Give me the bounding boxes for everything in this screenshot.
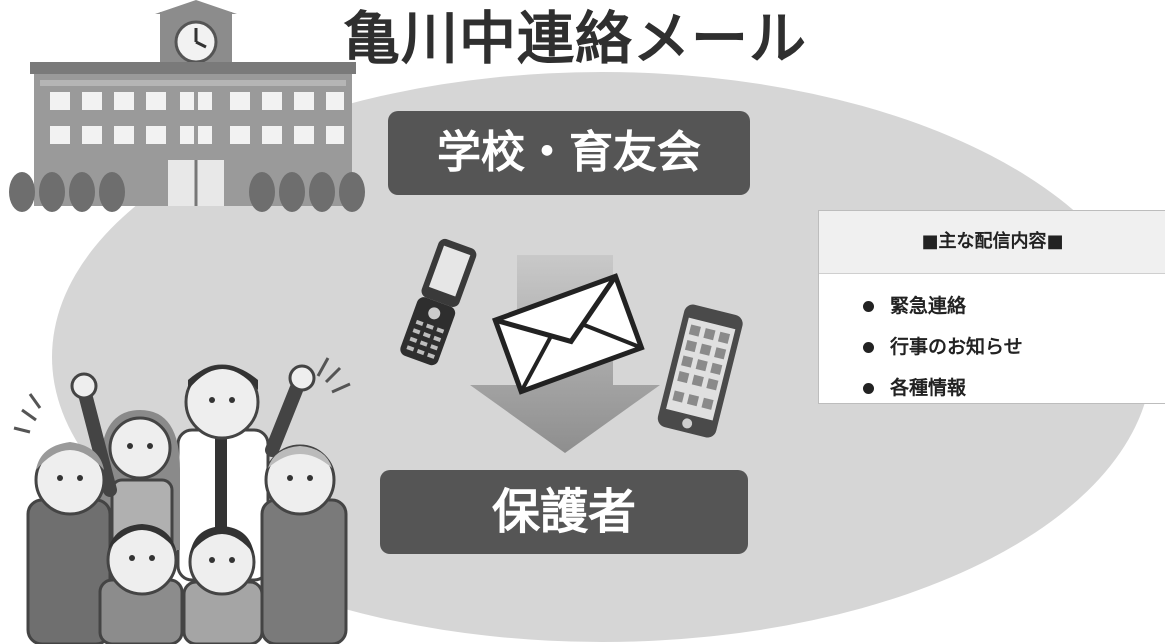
info-list-item: 各種情報 — [863, 368, 1165, 409]
envelope-icon — [492, 273, 645, 395]
smartphone-icon — [657, 304, 743, 438]
info-item-label: 行事のお知らせ — [890, 336, 1023, 358]
bullet-icon — [863, 301, 874, 312]
page-title: 亀川中連絡メール — [343, 6, 807, 72]
content-info-panel: ■主な配信内容■ 緊急連絡 行事のお知らせ 各種情報 — [818, 210, 1165, 404]
info-item-label: 緊急連絡 — [890, 295, 967, 317]
bullet-icon — [863, 342, 874, 353]
bullet-icon — [863, 383, 874, 394]
info-item-label: 各種情報 — [890, 377, 967, 399]
family-illustration-icon — [13, 357, 351, 644]
info-list-item: 行事のお知らせ — [863, 327, 1165, 368]
school-building-icon — [9, 0, 365, 212]
info-list-item: 緊急連絡 — [863, 286, 1165, 327]
info-list: 緊急連絡 行事のお知らせ 各種情報 — [819, 274, 1165, 409]
sender-label-box: 学校・育友会 — [388, 111, 750, 195]
receiver-label-box: 保護者 — [380, 470, 748, 554]
flip-phone-icon — [400, 238, 477, 366]
info-panel-heading: ■主な配信内容■ — [819, 211, 1165, 274]
